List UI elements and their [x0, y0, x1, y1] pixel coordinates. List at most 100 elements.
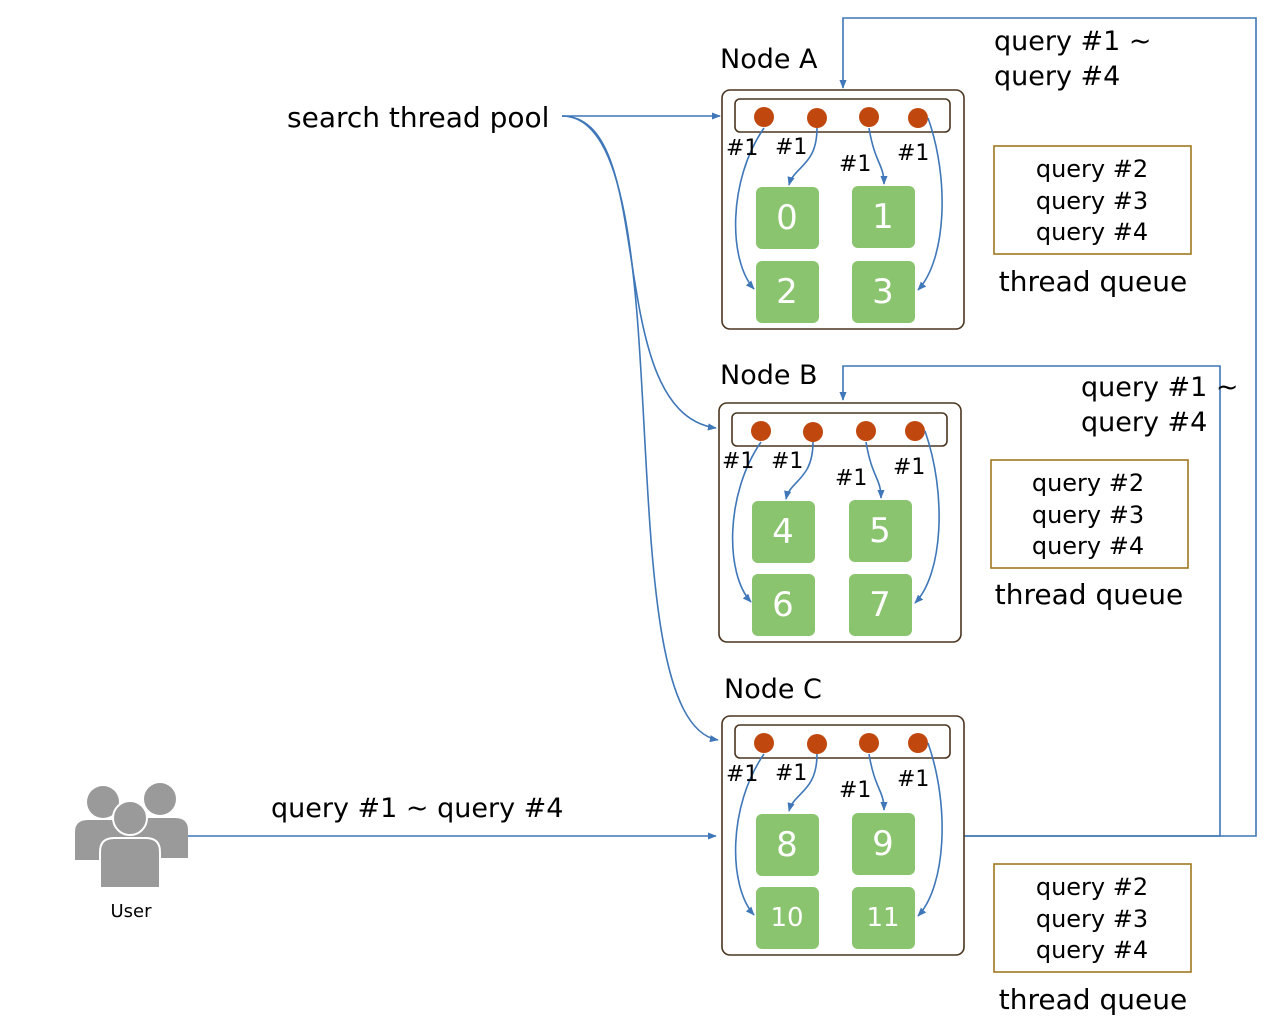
node-c-to-node-b-arrow: [839, 365, 1221, 837]
queue-item: query #2: [1036, 873, 1148, 901]
queue-item: query #4: [1036, 936, 1148, 964]
thread-id-label: #1: [839, 152, 871, 177]
shard-box: [852, 261, 915, 323]
queue-item: query #2: [1036, 155, 1148, 183]
queue-item: query #3: [1032, 501, 1144, 529]
incoming-query-label: query #1 ~: [1081, 372, 1239, 403]
shard-box: [756, 187, 819, 249]
queue-item: query #4: [1032, 532, 1144, 560]
node-a: Node A #1 #1 #1 #1 0 1 2 3 query #1 ~ qu…: [720, 26, 1192, 330]
thread-to-shard-arrow: [917, 742, 943, 917]
thread-dot: [754, 733, 774, 753]
thread-to-shard-arrow: [731, 441, 762, 603]
shard-label: 8: [776, 825, 798, 865]
node-b-thread-pool-strip: [731, 412, 948, 447]
shard-box: [849, 574, 912, 636]
shard-label: 4: [772, 512, 794, 552]
search-thread-pool-label: search thread pool: [287, 101, 549, 134]
node-a-box: [721, 89, 965, 330]
thread-id-label: #1: [771, 449, 803, 474]
shard-box: [756, 261, 819, 323]
thread-id-label: #1: [897, 141, 929, 166]
shard-box: [752, 574, 815, 636]
thread-queue-box: [993, 863, 1192, 973]
thread-queue-title: thread queue: [999, 983, 1187, 1016]
incoming-query-label: query #4: [1081, 407, 1207, 438]
shard-box: [752, 501, 815, 563]
shard-box: [852, 887, 915, 949]
thread-to-shard-arrow: [868, 127, 888, 185]
thread-dot: [908, 108, 928, 128]
node-b: Node B #1 #1 #1 #1 4 5 6 7 query #1 ~ qu…: [718, 360, 1239, 643]
thread-dot: [754, 107, 774, 127]
thread-queue-title: thread queue: [995, 578, 1183, 611]
thread-id-label: #1: [726, 136, 758, 161]
node-a-thread-pool-strip: [734, 98, 951, 133]
shard-box: [852, 186, 915, 248]
shard-label: 1: [872, 197, 894, 237]
thread-to-shard-arrow: [784, 441, 814, 500]
node-b-box: [718, 402, 962, 643]
thread-id-label: #1: [722, 449, 754, 474]
incoming-query-label: query #1 ~: [994, 26, 1152, 57]
incoming-query-label: query #4: [994, 61, 1120, 92]
shard-label: 11: [866, 903, 899, 933]
user-group-icon: [75, 783, 188, 889]
connectors: [188, 17, 1257, 840]
thread-to-shard-arrow: [787, 753, 818, 812]
shard-label: 3: [872, 272, 894, 312]
thread-to-shard-arrow: [734, 127, 765, 290]
thread-queue-box: [990, 459, 1189, 569]
shard-box: [849, 500, 912, 562]
thread-dot: [905, 421, 925, 441]
node-a-title: Node A: [720, 44, 818, 75]
thread-dot: [807, 734, 827, 754]
node-b-title: Node B: [720, 360, 818, 391]
queue-item: query #3: [1036, 905, 1148, 933]
thread-queue-title: thread queue: [999, 265, 1187, 298]
thread-to-shard-arrow: [865, 441, 885, 499]
thread-to-shard-arrow: [917, 117, 943, 291]
node-c-thread-pool-strip: [734, 724, 951, 759]
thread-dot: [751, 421, 771, 441]
pool-to-node-b-arrow: [561, 115, 717, 431]
thread-to-shard-arrow: [787, 127, 818, 186]
thread-dot: [856, 421, 876, 441]
user-label: User: [110, 901, 152, 922]
queue-item: query #3: [1036, 187, 1148, 215]
thread-to-shard-arrow: [734, 753, 765, 916]
thread-id-label: #1: [897, 767, 929, 792]
shard-label: 7: [869, 585, 891, 625]
thread-dot: [859, 107, 879, 127]
shard-box: [852, 813, 915, 875]
shard-label: 9: [872, 824, 894, 864]
thread-id-label: #1: [835, 466, 867, 491]
thread-to-shard-arrow: [868, 753, 888, 811]
queue-item: query #2: [1032, 469, 1144, 497]
shard-label: 2: [776, 272, 798, 312]
thread-id-label: #1: [726, 762, 758, 787]
thread-dot: [807, 108, 827, 128]
thread-id-label: #1: [893, 455, 925, 480]
thread-dot: [908, 733, 928, 753]
queue-item: query #4: [1036, 218, 1148, 246]
thread-dot: [803, 422, 823, 442]
pool-to-node-c-arrow: [561, 115, 719, 743]
thread-to-shard-arrow: [914, 430, 940, 604]
thread-queue-box: [993, 145, 1192, 255]
thread-id-label: #1: [775, 135, 807, 160]
node-c-title: Node C: [724, 674, 822, 705]
shard-label: 10: [770, 903, 803, 933]
shard-label: 5: [869, 511, 891, 551]
node-c: Node C #1 #1 #1 #1 8 9 10 11 query #2 qu…: [721, 674, 1192, 1016]
thread-id-label: #1: [839, 778, 871, 803]
user-query-label: query #1 ~ query #4: [271, 793, 563, 824]
shard-box: [756, 814, 819, 876]
shard-label: 0: [776, 198, 798, 238]
shard-label: 6: [772, 585, 794, 625]
shard-box: [756, 887, 819, 949]
thread-id-label: #1: [775, 761, 807, 786]
node-c-box: [721, 715, 965, 956]
thread-dot: [859, 733, 879, 753]
